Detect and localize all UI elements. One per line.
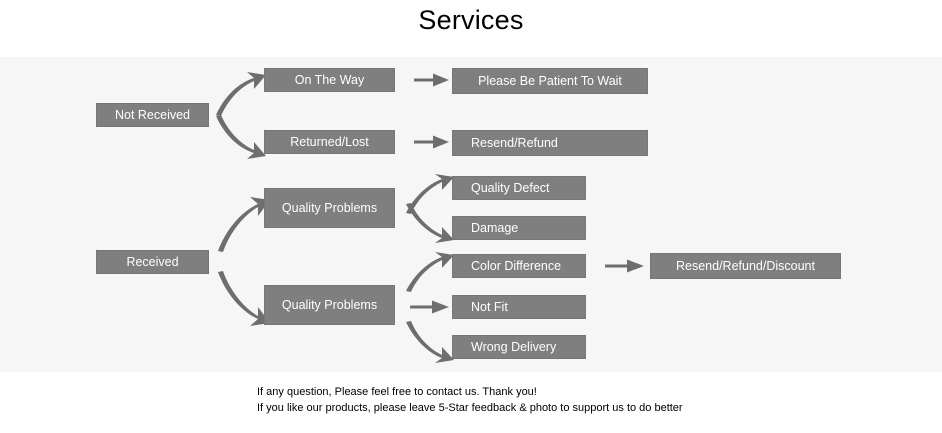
node-label: Wrong Delivery bbox=[471, 339, 557, 354]
arrow-quality-problems-to-wrong-delivery bbox=[404, 321, 456, 365]
node-label: Resend/Refund/Discount bbox=[676, 258, 815, 273]
node-please-be-patient-to-wait: Please Be Patient To Wait bbox=[452, 68, 648, 94]
node-label: Quality Problems bbox=[281, 297, 378, 312]
page-title: Services bbox=[418, 5, 524, 35]
node-quality-problems-upper: Quality Problems bbox=[264, 188, 395, 228]
node-damage: Damage bbox=[452, 216, 586, 240]
arrow-on-the-way-to-please-wait bbox=[414, 73, 450, 87]
node-label: Resend/Refund bbox=[471, 135, 558, 150]
arrow-not-received-to-on-the-way bbox=[214, 71, 268, 117]
node-color-difference: Color Difference bbox=[452, 254, 586, 278]
node-on-the-way: On The Way bbox=[264, 68, 395, 92]
footer-line-1: If any question, Please feel free to con… bbox=[257, 386, 537, 398]
node-label: Not Received bbox=[114, 107, 191, 122]
footer-line-2: If you like our products, please leave 5… bbox=[257, 402, 683, 414]
node-received: Received bbox=[96, 250, 209, 274]
arrow-quality-problems-to-quality-defect bbox=[404, 173, 456, 215]
node-label: Received bbox=[126, 254, 179, 269]
node-label: On The Way bbox=[294, 72, 365, 87]
node-wrong-delivery: Wrong Delivery bbox=[452, 335, 586, 359]
node-not-fit: Not Fit bbox=[452, 295, 586, 319]
node-label: Color Difference bbox=[471, 258, 562, 273]
arrow-issues-to-resend-refund-discount bbox=[605, 259, 645, 273]
services-flow-diagram: Not Received On The Way Please Be Patien… bbox=[0, 57, 942, 372]
node-label: Not Fit bbox=[471, 299, 508, 314]
node-label: Damage bbox=[471, 220, 519, 235]
node-not-received: Not Received bbox=[96, 103, 209, 127]
node-resend-refund: Resend/Refund bbox=[452, 130, 648, 156]
node-label: Quality Defect bbox=[471, 180, 550, 195]
arrow-quality-problems-to-not-fit bbox=[410, 300, 450, 314]
arrow-returned-lost-to-resend-refund bbox=[414, 135, 450, 149]
arrow-quality-problems-to-color-difference bbox=[404, 251, 456, 293]
arrow-quality-problems-to-damage bbox=[404, 203, 456, 245]
node-resend-refund-discount: Resend/Refund/Discount bbox=[650, 253, 841, 279]
footer-note: If any question, Please feel free to con… bbox=[257, 384, 683, 416]
node-quality-problems-lower: Quality Problems bbox=[264, 285, 395, 325]
node-quality-defect: Quality Defect bbox=[452, 176, 586, 200]
node-returned-lost: Returned/Lost bbox=[264, 130, 395, 154]
node-label: Returned/Lost bbox=[290, 134, 369, 149]
arrow-not-received-to-returned-lost bbox=[214, 115, 268, 161]
node-label: Quality Problems bbox=[281, 200, 378, 215]
node-label: Please Be Patient To Wait bbox=[478, 73, 622, 88]
